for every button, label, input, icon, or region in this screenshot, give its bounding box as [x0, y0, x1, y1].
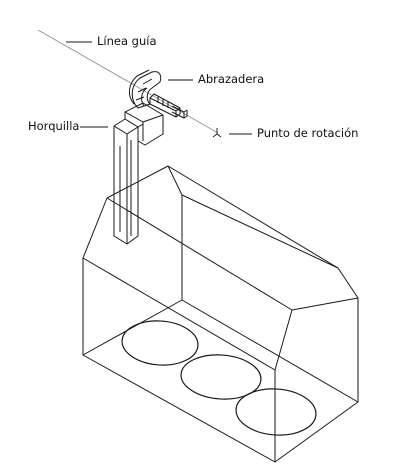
lamp-opening-1 — [121, 320, 199, 366]
guide-line — [37, 29, 219, 134]
rotation-point-label: Punto de rotación — [257, 126, 359, 140]
guide-line-label: Línea guía — [97, 34, 157, 48]
yoke — [113, 102, 164, 245]
clamp — [129, 69, 188, 119]
housing-box — [82, 165, 359, 463]
yoke-label: Horquilla — [28, 119, 80, 133]
lamp-openings — [121, 320, 317, 436]
lamp-opening-2 — [180, 354, 262, 400]
lamp-opening-3 — [235, 388, 317, 436]
rotation-point-marker — [212, 128, 222, 138]
clamp-label: Abrazadera — [198, 72, 265, 86]
